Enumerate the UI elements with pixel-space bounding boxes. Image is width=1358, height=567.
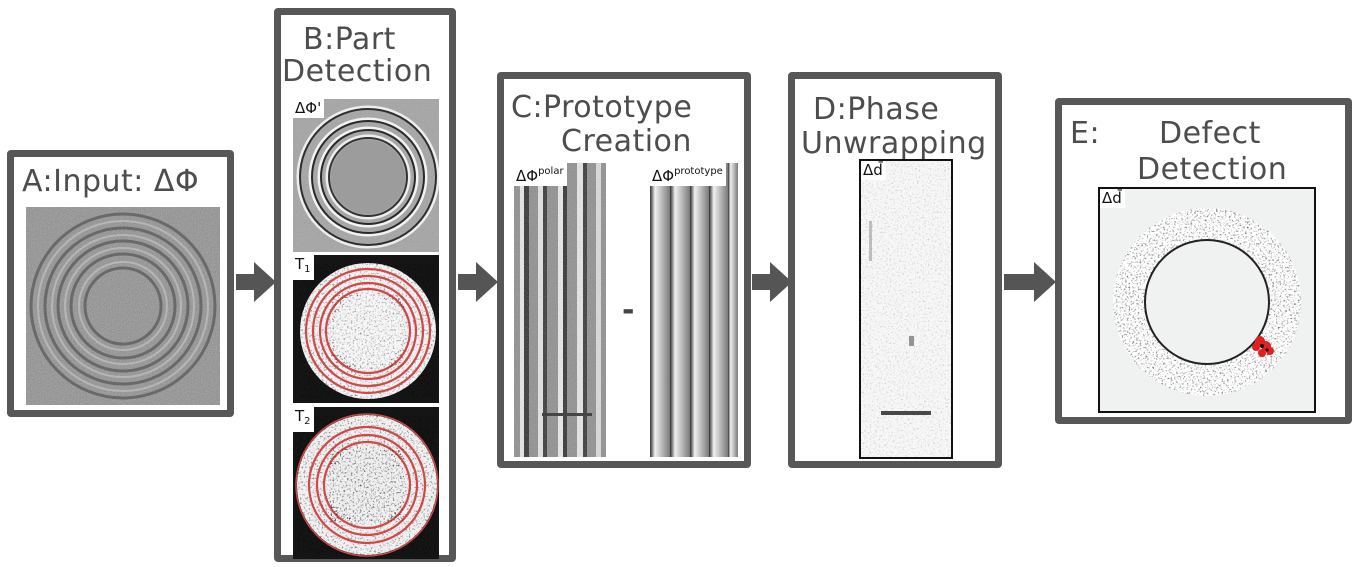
panel-a-input: A:Input: ΔΦ — [7, 150, 234, 417]
label-delta-d-e: Δd̄ — [1100, 189, 1125, 208]
label-proto-sup: prototype — [674, 166, 723, 177]
panel-d-phase-unwrapping: D:Phase Unwrapping Δd̄ — [788, 72, 1002, 468]
arrow-d-to-e — [1004, 262, 1056, 302]
arrow-a-to-b — [236, 262, 276, 302]
template-t1-image: T1 — [293, 255, 439, 403]
part-phase-image: ΔΦ' — [293, 99, 439, 252]
polar-phase-image: ΔΦpolar — [514, 163, 606, 457]
label-t2: T2 — [293, 407, 314, 432]
label-delta-d: Δd̄ — [861, 161, 886, 180]
label-proto-base: ΔΦ — [652, 167, 675, 185]
panel-b-part-detection: B:Part Detection ΔΦ' — [274, 8, 456, 562]
label-t2-base: T — [295, 407, 305, 425]
panel-b-title-line2: Detection — [282, 54, 433, 89]
input-phase-image — [26, 207, 220, 405]
label-prototype: ΔΦprototype — [650, 163, 726, 186]
panel-c-prototype-creation: C:Prototype Creation ΔΦpolar - — [497, 72, 751, 468]
label-polar-base: ΔΦ — [516, 167, 539, 185]
label-t1-sub: 1 — [304, 264, 311, 275]
template-t2-image: T2 — [293, 407, 439, 559]
panel-d-title-line1: D:Phase — [813, 92, 940, 127]
label-t1-base: T — [295, 255, 305, 273]
label-t1: T1 — [293, 255, 314, 280]
panel-e-title-line2: Defect — [1159, 116, 1261, 151]
panel-e-defect-detection: E: Defect Detection — [1055, 98, 1352, 424]
arrow-b-to-c — [458, 262, 498, 302]
label-phase-prime: ΔΦ' — [293, 99, 325, 118]
defect-map-image: Δd̄ — [1098, 187, 1316, 413]
arrow-c-to-d — [752, 262, 792, 302]
prototype-phase-image: ΔΦprototype — [650, 163, 738, 457]
label-polar-sup: polar — [538, 166, 564, 177]
panel-a-title: A:Input: ΔΦ — [22, 164, 200, 199]
panel-c-title-line2: Creation — [561, 124, 692, 159]
panel-c-title-line1: C:Prototype — [511, 90, 693, 125]
panel-d-title-line2: Unwrapping — [801, 126, 987, 161]
panel-e-title-line1: E: — [1070, 116, 1101, 151]
minus-operator: - — [622, 293, 635, 328]
panel-b-title-line1: B:Part — [303, 22, 396, 57]
label-t2-sub: 2 — [304, 416, 311, 427]
unwrapped-depth-image: Δd̄ — [859, 159, 953, 459]
label-polar: ΔΦpolar — [514, 163, 567, 186]
panel-e-title-line3: Detection — [1137, 152, 1288, 187]
